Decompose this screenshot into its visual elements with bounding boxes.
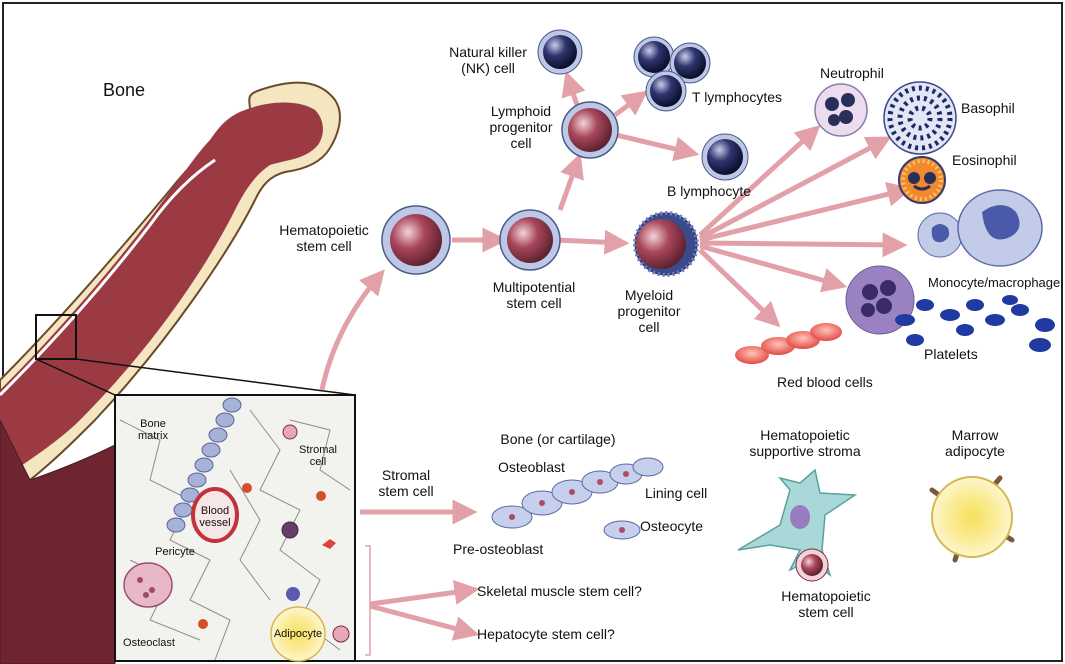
platelets-label: Platelets	[924, 346, 978, 362]
supportive-stroma-label: Hematopoietic supportive stroma	[735, 427, 875, 459]
neutrophil-label: Neutrophil	[820, 65, 884, 81]
adipocyte-label: Adipocyte	[266, 628, 330, 640]
hematopoietic-stem-cell	[382, 206, 450, 274]
skeletal-muscle-label: Skeletal muscle stem cell?	[477, 583, 642, 599]
nk-cell	[538, 30, 582, 74]
red-blood-cells	[735, 323, 842, 364]
eosinophil-label: Eosinophil	[952, 152, 1017, 168]
hsc-label: Hematopoietic stem cell	[278, 222, 370, 254]
platelets	[895, 295, 1055, 352]
myeloid-progenitor-cell	[635, 213, 697, 275]
marrow-adipocyte	[932, 477, 1012, 560]
bone-cartilage-label: Bone (or cartilage)	[488, 431, 628, 447]
stromal-cell-label: Stromal cell	[292, 444, 344, 468]
blood-vessel-label: Blood vessel	[192, 505, 238, 529]
nk-label: Natural killer (NK) cell	[438, 44, 538, 76]
basophil	[884, 82, 956, 154]
lining-cell-label: Lining cell	[645, 485, 707, 501]
lymphoid-progenitor-cell	[562, 102, 618, 158]
marrow-adipocyte-label: Marrow adipocyte	[930, 427, 1020, 459]
multipotential-label: Multipotential stem cell	[484, 279, 584, 311]
pre-osteoblast-label: Pre-osteoblast	[453, 541, 543, 557]
bone-label: Bone	[103, 82, 145, 98]
hsc-bottom-label: Hematopoietic stem cell	[776, 588, 876, 620]
bone-matrix-label: Bone matrix	[128, 418, 178, 442]
multipotential-stem-cell	[500, 210, 560, 270]
b-lymphocyte	[702, 134, 748, 180]
stromal-stem-cell-label: Stromal stem cell	[368, 467, 444, 499]
osteoclast-cell	[124, 563, 172, 607]
hepatocyte-label: Hepatocyte stem cell?	[477, 626, 615, 642]
basophil-label: Basophil	[961, 100, 1015, 116]
supportive-stroma-cell	[738, 470, 855, 581]
myeloid-label: Myeloid progenitor cell	[603, 287, 695, 335]
pericyte-label: Pericyte	[140, 546, 210, 558]
bracket	[365, 546, 370, 655]
monocyte-label: Monocyte/macrophage	[928, 275, 1060, 291]
neutrophil	[815, 84, 867, 136]
lymphoid-label: Lymphoid progenitor cell	[481, 103, 561, 151]
osteocyte-label: Osteocyte	[640, 518, 703, 534]
t-lymphocytes-label: T lymphocytes	[692, 89, 782, 105]
osteoclast-label: Osteoclast	[114, 637, 184, 649]
osteoblast-label: Osteoblast	[498, 459, 565, 475]
rbc-label: Red blood cells	[777, 374, 873, 390]
eosinophil	[899, 157, 945, 203]
b-lymphocyte-label: B lymphocyte	[667, 183, 751, 199]
